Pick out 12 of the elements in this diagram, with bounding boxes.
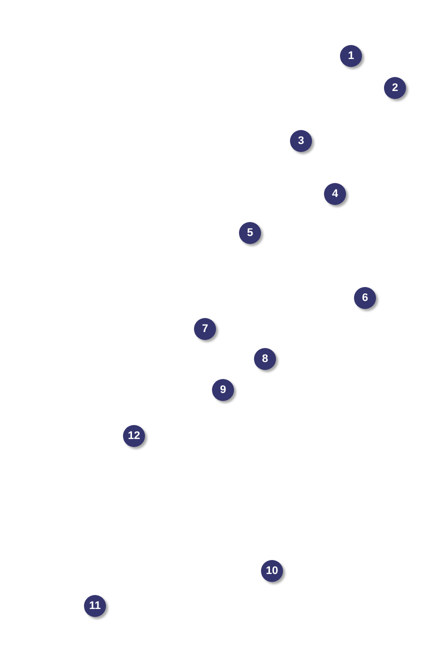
callout-number: 11 [84, 595, 106, 617]
callout-number: 3 [290, 130, 312, 152]
callout-number: 1 [340, 45, 362, 67]
callout-number: 2 [384, 77, 406, 99]
callout-number: 5 [239, 222, 261, 244]
callout-number: 8 [254, 348, 276, 370]
callout-number: 6 [354, 287, 376, 309]
callout-number: 9 [212, 379, 234, 401]
callout-number: 4 [324, 183, 346, 205]
callout-number: 7 [194, 318, 216, 340]
callout-number: 10 [261, 560, 283, 582]
callout-number: 12 [123, 425, 145, 447]
